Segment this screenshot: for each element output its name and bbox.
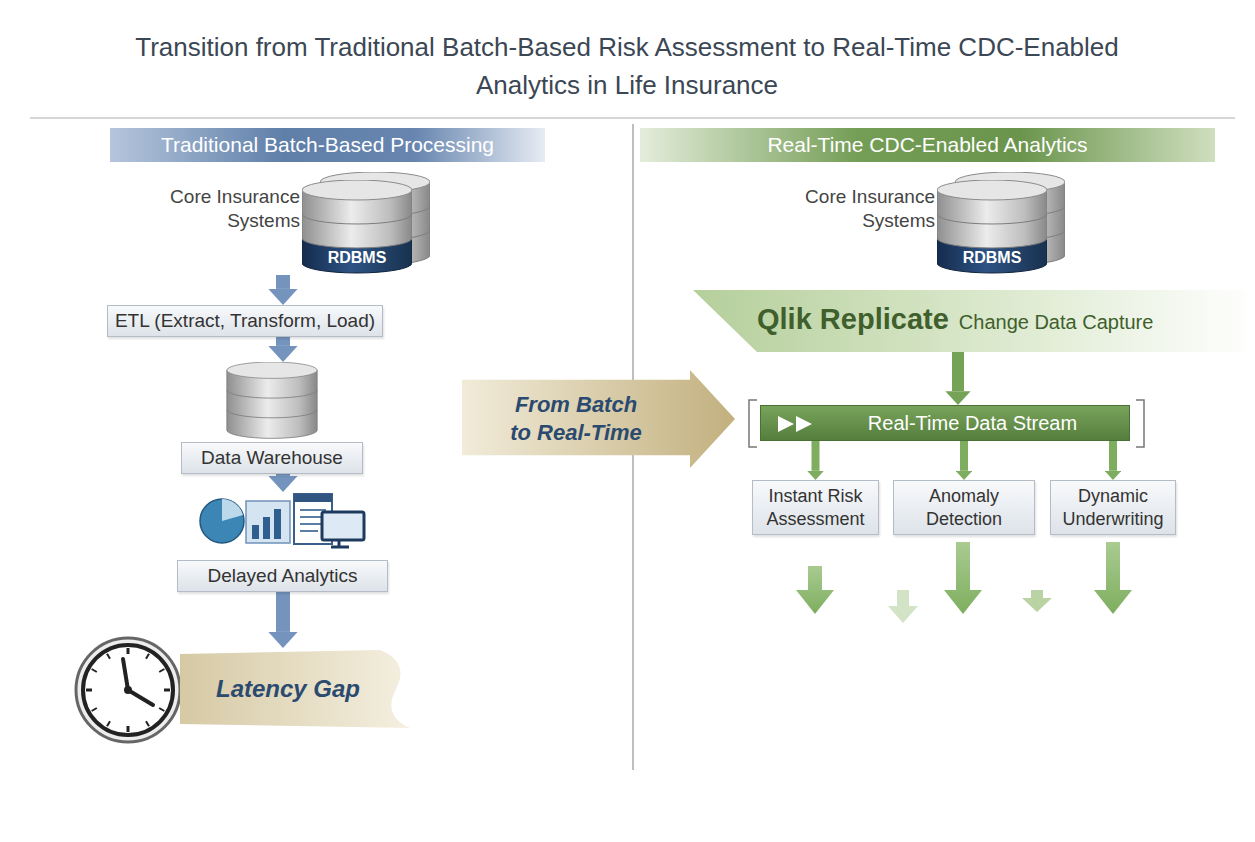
down-arrow <box>944 542 982 614</box>
flow-arrow <box>276 337 290 346</box>
clock-tick <box>159 708 164 711</box>
flow-arrow <box>276 592 290 632</box>
stream-box: Real-Time Data Stream <box>760 405 1130 441</box>
latency-banner: Latency Gap <box>180 648 410 730</box>
clock-icon <box>76 638 180 742</box>
clock-pivot <box>124 686 132 694</box>
flow-arrow <box>276 275 290 289</box>
node-text: Qlik Replicate <box>757 303 949 336</box>
clock-tick <box>107 721 110 726</box>
clock-tick <box>92 708 97 711</box>
warehouse-node: Data Warehouse <box>181 362 363 474</box>
output-arrows <box>796 542 1132 623</box>
warehouse-icon <box>227 362 317 438</box>
database-node: Core Insurance SystemsRDBMS <box>150 175 415 275</box>
monitor-stand <box>331 541 349 547</box>
down-arrow <box>1094 542 1132 614</box>
transition-arrow-shape <box>462 370 735 468</box>
cdc-banner-shape <box>693 290 1255 352</box>
flow-arrow <box>812 441 820 471</box>
cdc-banner: Qlik Replicate Change Data Capture <box>693 290 1255 352</box>
node-text: Data Warehouse <box>181 442 363 474</box>
monitor <box>322 512 364 540</box>
diagram-title: Transition from Traditional Batch-Based … <box>127 28 1127 104</box>
pie-chart <box>200 499 244 543</box>
flow-arrow <box>276 474 290 476</box>
analytics-node: Delayed Analytics <box>177 492 388 592</box>
process-box: Instant Risk Assessment <box>752 480 879 535</box>
node-text: Real-Time Data Stream <box>868 412 1077 435</box>
node-text: Delayed Analytics <box>177 560 388 592</box>
transition-arrow: From Batch to Real-Time <box>462 370 735 468</box>
clock-tick <box>92 669 97 672</box>
bar <box>263 517 270 539</box>
latency-banner-shape <box>180 650 410 728</box>
node-text: Dynamic Underwriting <box>1057 485 1169 530</box>
flow-arrow <box>960 441 968 471</box>
down-arrow <box>796 566 834 614</box>
node-text: ETL (Extract, Transform, Load) <box>114 309 376 333</box>
title-rule <box>30 117 1235 119</box>
node-text: Core Insurance Systems <box>785 185 935 233</box>
clock-hand <box>128 690 153 705</box>
database-icon <box>937 180 1047 273</box>
bar <box>274 509 281 539</box>
clock-tick <box>127 726 130 732</box>
transition-arrow-outline <box>462 370 735 468</box>
node-text: RDBMS <box>302 248 412 267</box>
clock-tick <box>159 669 164 672</box>
database-icon <box>302 180 412 273</box>
clock-tick <box>86 689 92 692</box>
small-down-arrow <box>888 590 918 623</box>
clock-tick <box>164 689 170 692</box>
node-text: Latency Gap <box>216 675 360 703</box>
clock-rim <box>76 638 180 742</box>
process-box: Dynamic Underwriting <box>1050 480 1176 535</box>
node-text: Real-Time CDC-Enabled Analytics <box>640 128 1215 162</box>
process-box: ETL (Extract, Transform, Load) <box>107 305 383 337</box>
node-text: Traditional Batch-Based Processing <box>110 128 545 162</box>
bar <box>252 525 259 539</box>
clock-tick <box>107 654 110 659</box>
node-text: RDBMS <box>937 248 1047 267</box>
analytics-icons <box>200 494 364 547</box>
node-text: From Batch to Real-Time <box>506 391 646 447</box>
clock-hand <box>123 659 128 690</box>
panel-header: Real-Time CDC-Enabled Analytics <box>640 128 1215 162</box>
pie-slice <box>222 499 243 521</box>
node-text: Core Insurance Systems <box>150 185 300 233</box>
clock-tick <box>146 654 149 659</box>
flow-arrow <box>952 352 964 391</box>
bar-chart <box>246 501 290 543</box>
stream-bracket <box>749 400 1144 447</box>
clock-ticks <box>86 648 170 732</box>
database-node: Core Insurance SystemsRDBMS <box>785 175 1050 275</box>
process-box: Anomaly Detection <box>893 480 1035 535</box>
flow-arrow <box>1109 441 1117 471</box>
document-header <box>294 494 332 502</box>
node-text: Change Data Capture <box>959 311 1154 334</box>
small-down-arrow <box>1022 590 1052 612</box>
clock-tick <box>127 648 130 654</box>
clock-face <box>83 645 173 735</box>
play-symbol <box>776 414 824 434</box>
node-text: Instant Risk Assessment <box>759 485 872 530</box>
play-triangles <box>778 416 812 432</box>
panel-header: Traditional Batch-Based Processing <box>110 128 545 162</box>
clock-tick <box>146 721 149 726</box>
node-text: Anomaly Detection <box>900 485 1028 530</box>
